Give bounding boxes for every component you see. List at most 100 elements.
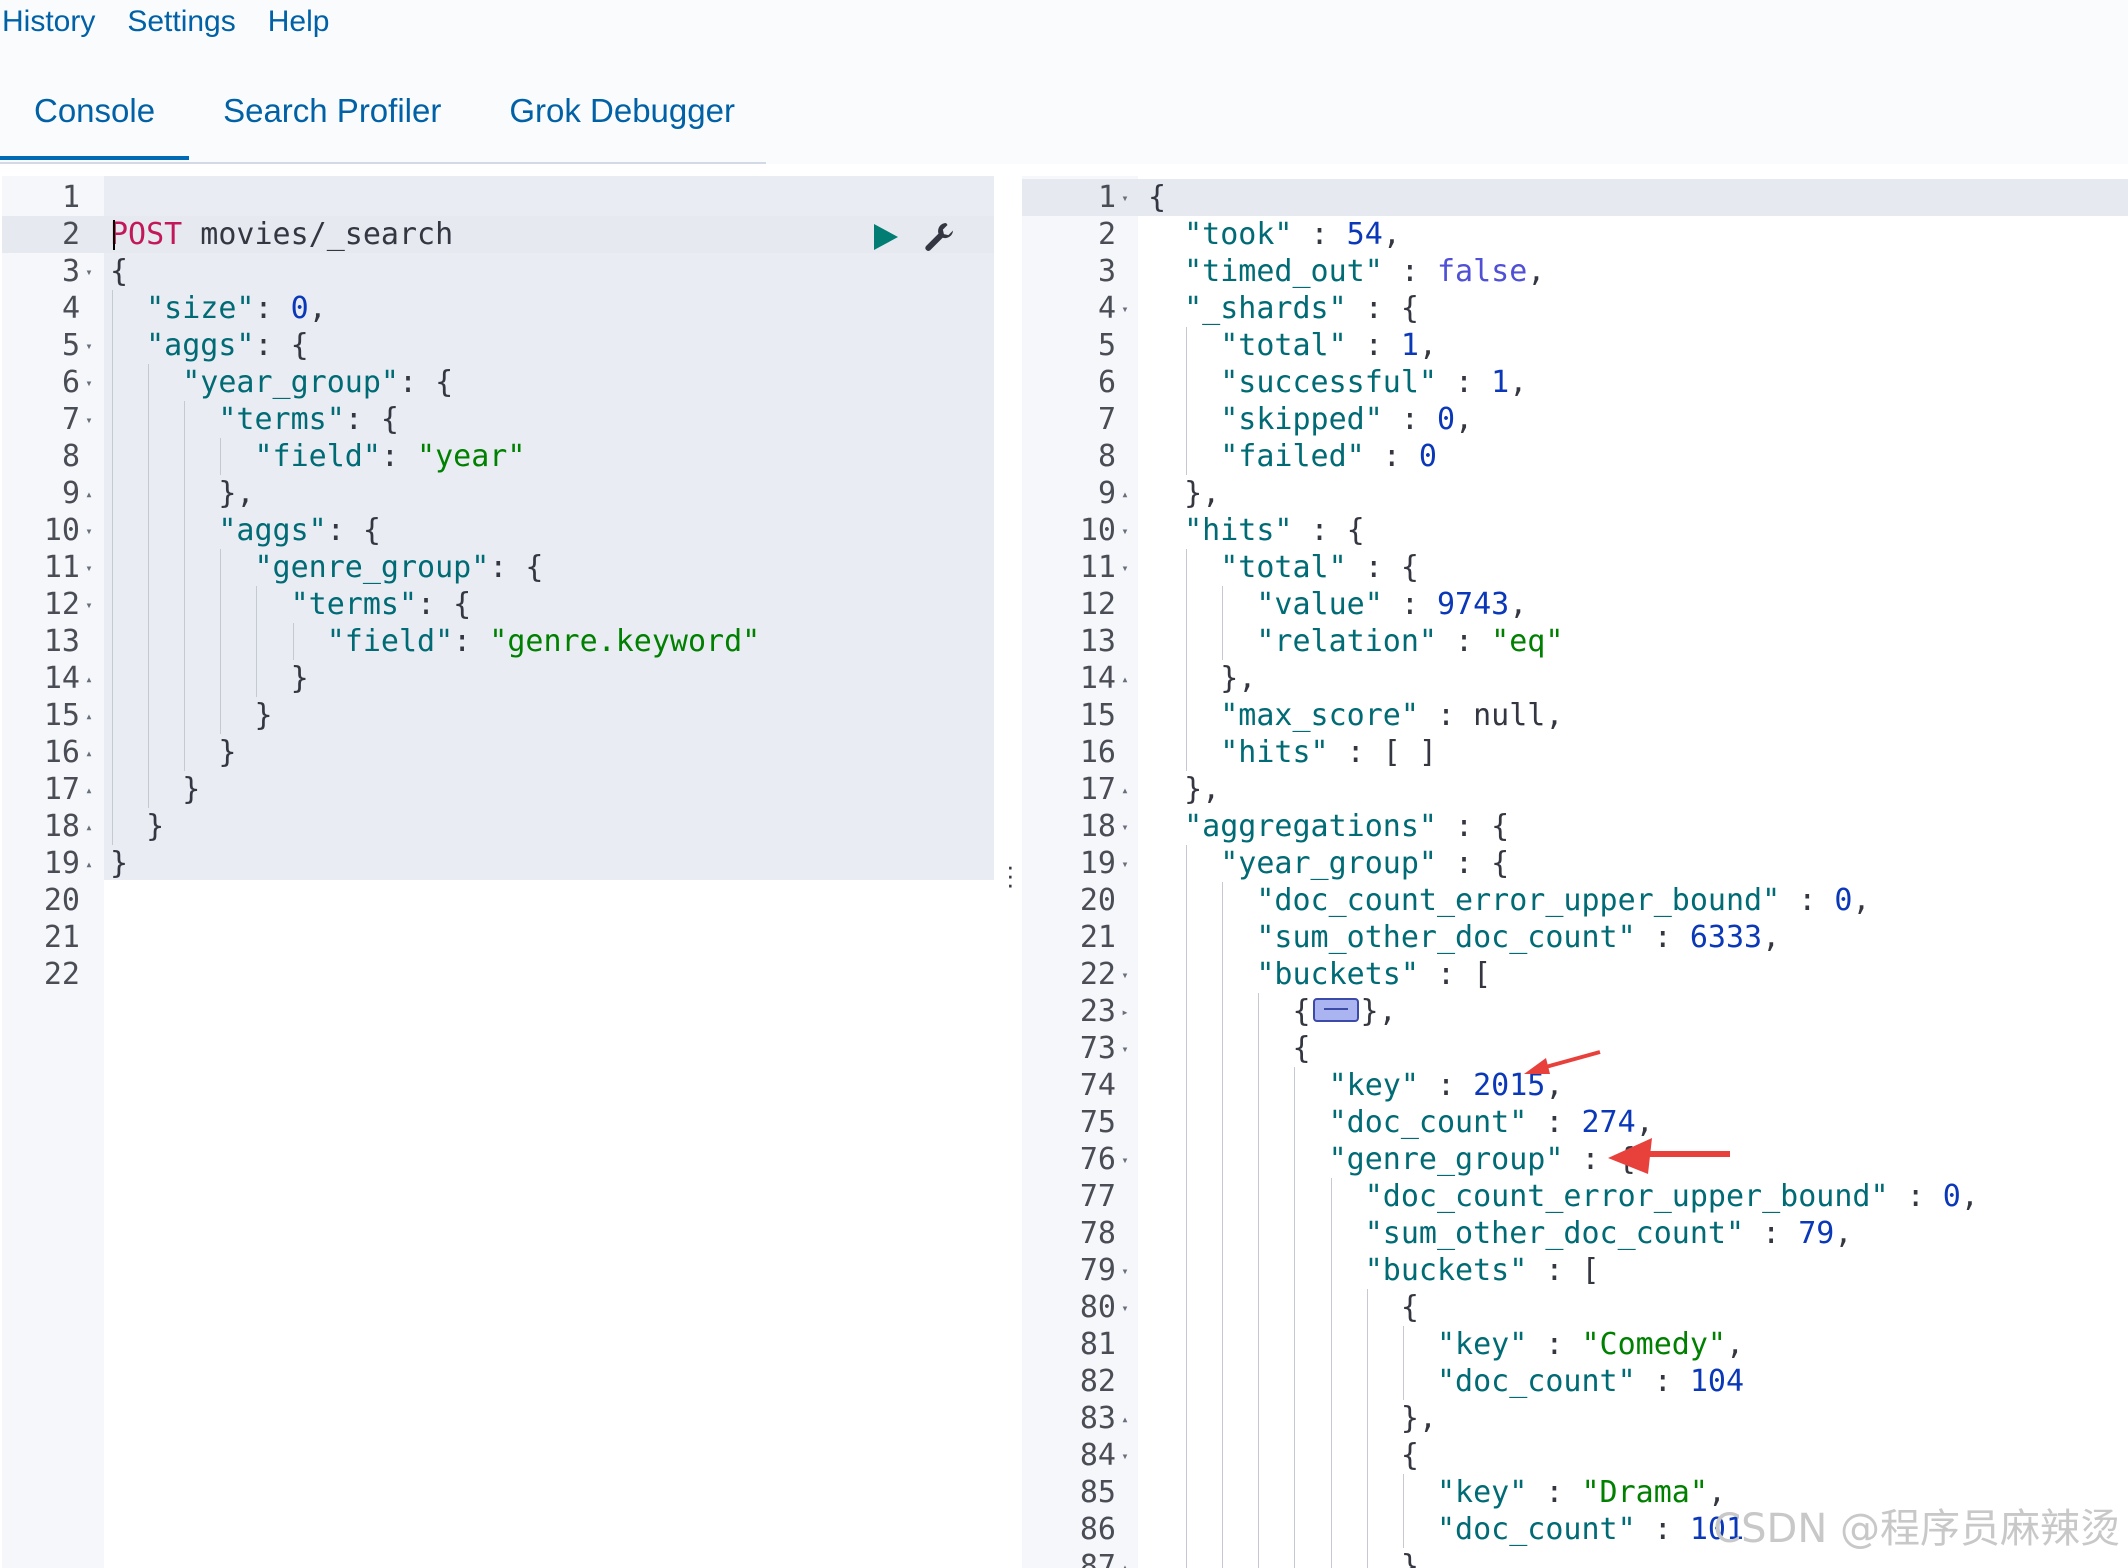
fold-toggle-icon[interactable]: ▴	[1121, 1560, 1129, 1568]
play-icon[interactable]	[870, 222, 900, 257]
code-line[interactable]: 3▾{	[2, 253, 994, 290]
code-line[interactable]: 12"value" : 9743,	[1022, 586, 2128, 623]
fold-toggle-icon[interactable]: ▴	[85, 487, 93, 501]
code-line[interactable]: 22▾"buckets" : [	[1022, 956, 2128, 993]
fold-toggle-icon[interactable]: ▾	[85, 524, 93, 538]
fold-toggle-icon[interactable]: ▾	[1121, 968, 1129, 982]
code-line[interactable]: 84▾{	[1022, 1437, 2128, 1474]
code-line[interactable]: 80▾{	[1022, 1289, 2128, 1326]
code-line[interactable]: 7▾"terms": {	[2, 401, 994, 438]
code-line[interactable]: 17▴}	[2, 771, 994, 808]
code-line[interactable]: 83▴},	[1022, 1400, 2128, 1437]
code-line[interactable]: 10▾"hits" : {	[1022, 512, 2128, 549]
fold-toggle-icon[interactable]: ▴	[85, 709, 93, 723]
menu-help[interactable]: Help	[267, 5, 330, 38]
code-line[interactable]: 9▴},	[2, 475, 994, 512]
code-line[interactable]: 18▾"aggregations" : {	[1022, 808, 2128, 845]
code-line[interactable]: 21"sum_other_doc_count" : 6333,	[1022, 919, 2128, 956]
code-line[interactable]: 4"size": 0,	[2, 290, 994, 327]
code-line[interactable]: 11▾"total" : {	[1022, 549, 2128, 586]
fold-toggle-icon[interactable]: ▾	[1121, 561, 1129, 575]
code-line[interactable]: 82"doc_count" : 104	[1022, 1363, 2128, 1400]
fold-toggle-icon[interactable]: ▾	[85, 413, 93, 427]
code-line[interactable]: 23▸{},	[1022, 993, 2128, 1030]
code-line[interactable]: 81"key" : "Comedy",	[1022, 1326, 2128, 1363]
code-line[interactable]: 76▾"genre_group" : {	[1022, 1141, 2128, 1178]
menu-history[interactable]: History	[2, 5, 96, 38]
fold-toggle-icon[interactable]: ▸	[1121, 1005, 1129, 1019]
code-line[interactable]: 5"total" : 1,	[1022, 327, 2128, 364]
fold-toggle-icon[interactable]: ▾	[85, 265, 93, 279]
code-line[interactable]: 19▴}	[2, 845, 994, 882]
collapsed-fold-icon[interactable]	[1312, 997, 1359, 1022]
code-line[interactable]: 13"field": "genre.keyword"	[2, 623, 994, 660]
fold-toggle-icon[interactable]: ▾	[85, 598, 93, 612]
fold-toggle-icon[interactable]: ▾	[1121, 1042, 1129, 1056]
fold-toggle-icon[interactable]: ▾	[1121, 1301, 1129, 1315]
code-line[interactable]: 79▾"buckets" : [	[1022, 1252, 2128, 1289]
fold-toggle-icon[interactable]: ▴	[85, 672, 93, 686]
code-line[interactable]: 7"skipped" : 0,	[1022, 401, 2128, 438]
code-line[interactable]: 10▾"aggs": {	[2, 512, 994, 549]
code-line[interactable]: 19▾"year_group" : {	[1022, 845, 2128, 882]
code-line[interactable]: 5▾"aggs": {	[2, 327, 994, 364]
fold-toggle-icon[interactable]: ▾	[1121, 1264, 1129, 1278]
fold-toggle-icon[interactable]: ▾	[1121, 524, 1129, 538]
code-line[interactable]: 3"timed_out" : false,	[1022, 253, 2128, 290]
tab-console[interactable]: Console	[0, 78, 190, 160]
fold-toggle-icon[interactable]: ▴	[1121, 1412, 1129, 1426]
code-line[interactable]: 85"key" : "Drama",	[1022, 1474, 2128, 1511]
code-line[interactable]: 8"failed" : 0	[1022, 438, 2128, 475]
code-line[interactable]: 20"doc_count_error_upper_bound" : 0,	[1022, 882, 2128, 919]
code-line[interactable]: 16▴}	[2, 734, 994, 771]
code-line[interactable]: 21	[2, 919, 994, 956]
code-line[interactable]: 77"doc_count_error_upper_bound" : 0,	[1022, 1178, 2128, 1215]
fold-toggle-icon[interactable]: ▾	[85, 339, 93, 353]
code-line[interactable]: 20	[2, 882, 994, 919]
fold-toggle-icon[interactable]: ▾	[85, 376, 93, 390]
code-line[interactable]: 15▴}	[2, 697, 994, 734]
code-line[interactable]: 14▴}	[2, 660, 994, 697]
code-line[interactable]: 6"successful" : 1,	[1022, 364, 2128, 401]
code-line[interactable]: 16"hits" : [ ]	[1022, 734, 2128, 771]
code-line[interactable]: 87▴},	[1022, 1548, 2128, 1568]
code-line[interactable]: 9▴},	[1022, 475, 2128, 512]
fold-toggle-icon[interactable]: ▾	[1121, 302, 1129, 316]
code-line[interactable]: 73▾{	[1022, 1030, 2128, 1067]
code-line[interactable]: 2"took" : 54,	[1022, 216, 2128, 253]
tab-search-profiler[interactable]: Search Profiler	[223, 92, 442, 129]
wrench-icon[interactable]	[922, 220, 956, 259]
fold-toggle-icon[interactable]: ▴	[85, 783, 93, 797]
code-line[interactable]: 78"sum_other_doc_count" : 79,	[1022, 1215, 2128, 1252]
fold-toggle-icon[interactable]: ▾	[1121, 857, 1129, 871]
code-line[interactable]: 17▴},	[1022, 771, 2128, 808]
fold-toggle-icon[interactable]: ▾	[85, 561, 93, 575]
code-line[interactable]: 18▴}	[2, 808, 994, 845]
code-line[interactable]: 15"max_score" : null,	[1022, 697, 2128, 734]
menu-settings[interactable]: Settings	[127, 5, 236, 38]
code-line[interactable]: 6▾"year_group": {	[2, 364, 994, 401]
code-line[interactable]: 1	[2, 179, 994, 216]
fold-toggle-icon[interactable]: ▴	[1121, 783, 1129, 797]
response-viewer[interactable]: 1▾{2"took" : 54,3"timed_out" : false,4▾"…	[1022, 176, 2128, 1568]
code-line[interactable]: 74"key" : 2015,	[1022, 1067, 2128, 1104]
code-line[interactable]: 1▾{	[1022, 179, 2128, 216]
fold-toggle-icon[interactable]: ▴	[85, 746, 93, 760]
code-line[interactable]: 11▾"genre_group": {	[2, 549, 994, 586]
code-line[interactable]: 8"field": "year"	[2, 438, 994, 475]
fold-toggle-icon[interactable]: ▴	[1121, 672, 1129, 686]
tab-grok-debugger[interactable]: Grok Debugger	[509, 92, 735, 129]
fold-toggle-icon[interactable]: ▾	[1121, 1449, 1129, 1463]
fold-toggle-icon[interactable]: ▾	[1121, 1153, 1129, 1167]
fold-toggle-icon[interactable]: ▾	[1121, 820, 1129, 834]
code-line[interactable]: 22	[2, 956, 994, 993]
code-line[interactable]: 86"doc_count" : 101	[1022, 1511, 2128, 1548]
fold-toggle-icon[interactable]: ▴	[85, 857, 93, 871]
code-line[interactable]: 14▴},	[1022, 660, 2128, 697]
code-line[interactable]: 4▾"_shards" : {	[1022, 290, 2128, 327]
code-line[interactable]: 13"relation" : "eq"	[1022, 623, 2128, 660]
code-line[interactable]: 12▾"terms": {	[2, 586, 994, 623]
fold-toggle-icon[interactable]: ▴	[1121, 487, 1129, 501]
